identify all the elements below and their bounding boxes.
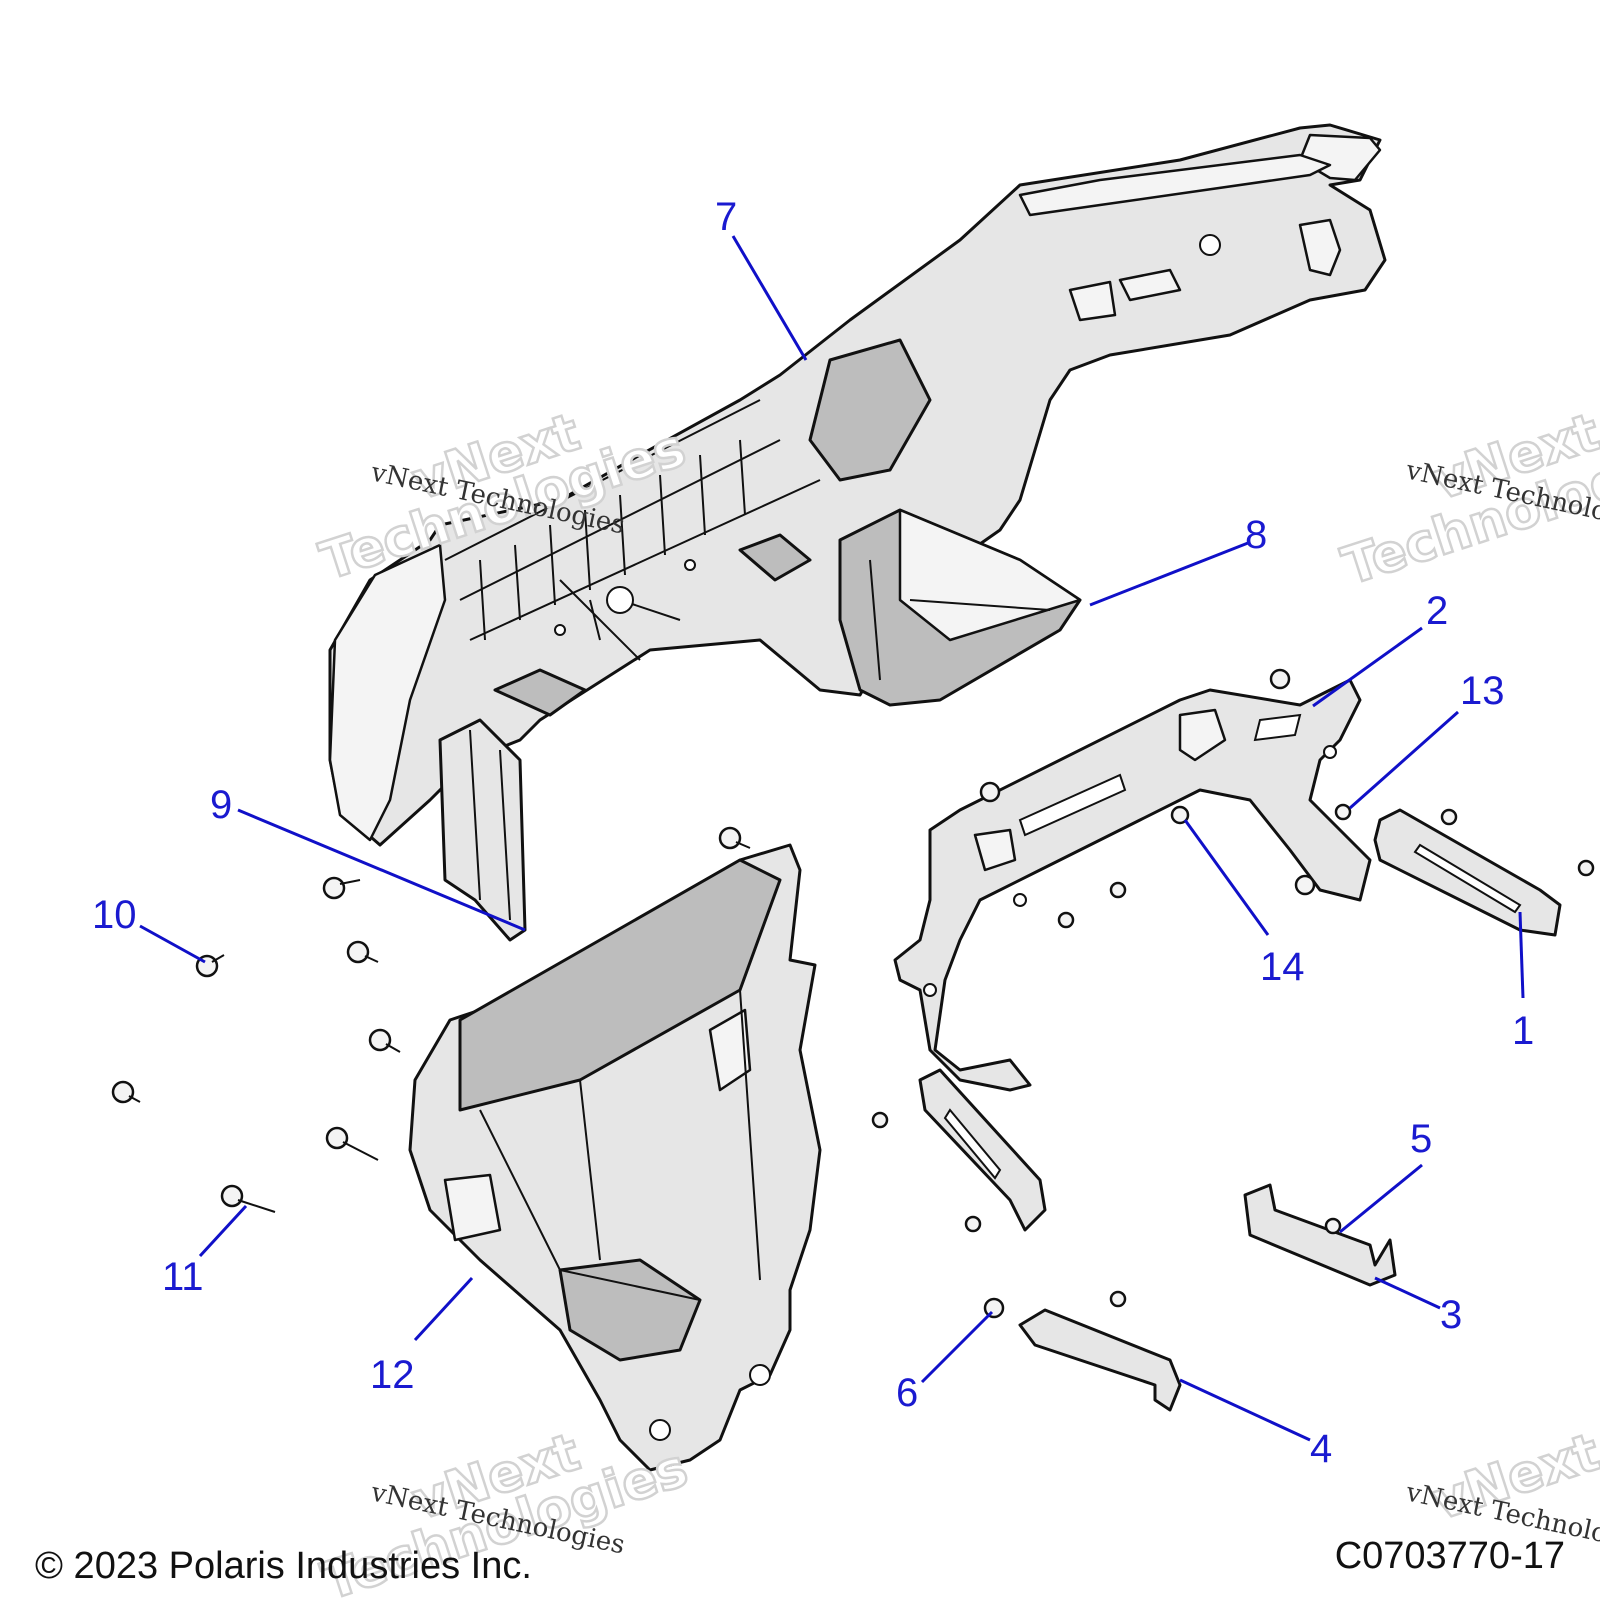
callout-6[interactable]: 6	[896, 1371, 918, 1415]
callout-7[interactable]: 7	[715, 195, 737, 239]
callout-14[interactable]: 14	[1260, 945, 1305, 989]
callout-11[interactable]: 11	[162, 1255, 204, 1299]
callout-12[interactable]: 12	[370, 1353, 415, 1397]
leader-2	[1312, 626, 1423, 708]
leader-1	[1518, 911, 1525, 999]
copyright-text: © 2023 Polaris Industries Inc.	[35, 1545, 532, 1587]
callout-8[interactable]: 8	[1245, 513, 1267, 557]
callout-4[interactable]: 4	[1310, 1427, 1332, 1471]
fastener-long-screw	[325, 1126, 379, 1161]
leader-4	[1179, 1378, 1311, 1442]
leader-5	[1339, 1163, 1423, 1234]
part-8-duct	[838, 508, 1082, 707]
callout-3[interactable]: 3	[1440, 1293, 1462, 1337]
callout-5[interactable]: 5	[1410, 1117, 1432, 1161]
fastener-screw-d	[111, 1080, 141, 1104]
leader-11	[198, 1204, 248, 1258]
leader-8	[1089, 541, 1249, 607]
callout-9[interactable]: 9	[210, 783, 232, 827]
callouts: 7 8 2 13 14 1 9 10 11 12 5 3 6 4	[92, 195, 1534, 1471]
fastener-14	[1170, 805, 1190, 825]
leader-10	[139, 924, 206, 964]
fastener-bracket-b	[1109, 881, 1127, 899]
part-3-bracket	[1243, 1183, 1397, 1287]
part-12-lower-console	[408, 843, 822, 1472]
small-bracket-left	[918, 1068, 1047, 1232]
fastener-right-b	[1577, 859, 1595, 877]
fastener-grommet-b	[1269, 668, 1291, 690]
leader-12	[413, 1276, 474, 1342]
part-2-bracket	[893, 678, 1372, 1092]
leader-7	[731, 235, 808, 361]
fastener-5	[1324, 1217, 1342, 1235]
fastener-screw-c	[368, 1028, 401, 1053]
leader-14	[1183, 819, 1270, 936]
leader-9	[237, 808, 526, 932]
fastener-11	[220, 1184, 276, 1213]
fastener-screw-a	[322, 876, 361, 900]
part-4-bracket	[1018, 1308, 1182, 1412]
leader-6	[920, 1310, 994, 1384]
callout-10[interactable]: 10	[92, 893, 137, 937]
drawing-code: C0703770-17	[1335, 1535, 1565, 1577]
part-1-bracket	[1373, 808, 1562, 937]
callout-2[interactable]: 2	[1426, 589, 1448, 633]
fastener-13	[1334, 803, 1352, 821]
fastener-mid-a	[871, 1111, 889, 1129]
callout-13[interactable]: 13	[1460, 669, 1505, 713]
part-7-dash-panel	[328, 123, 1387, 847]
fastener-top-console	[718, 826, 751, 850]
fasteners	[111, 668, 1595, 1319]
fastener-right-a	[1440, 808, 1458, 826]
fastener-grommet-a	[979, 781, 1001, 803]
leader-13	[1349, 710, 1459, 810]
callout-1[interactable]: 1	[1512, 1009, 1534, 1053]
leader-lines	[139, 235, 1525, 1442]
part-9-support-leg	[438, 718, 527, 942]
fastener-bottom	[1109, 1290, 1127, 1308]
fastener-screw-b	[346, 940, 379, 964]
leader-3	[1374, 1276, 1441, 1310]
fastener-mid-b	[964, 1215, 982, 1233]
fastener-grommet-c	[1294, 874, 1316, 896]
fastener-bracket-a	[1057, 911, 1075, 929]
watermark-top-right: vNext Technologies vNext Technologies	[1334, 401, 1600, 598]
